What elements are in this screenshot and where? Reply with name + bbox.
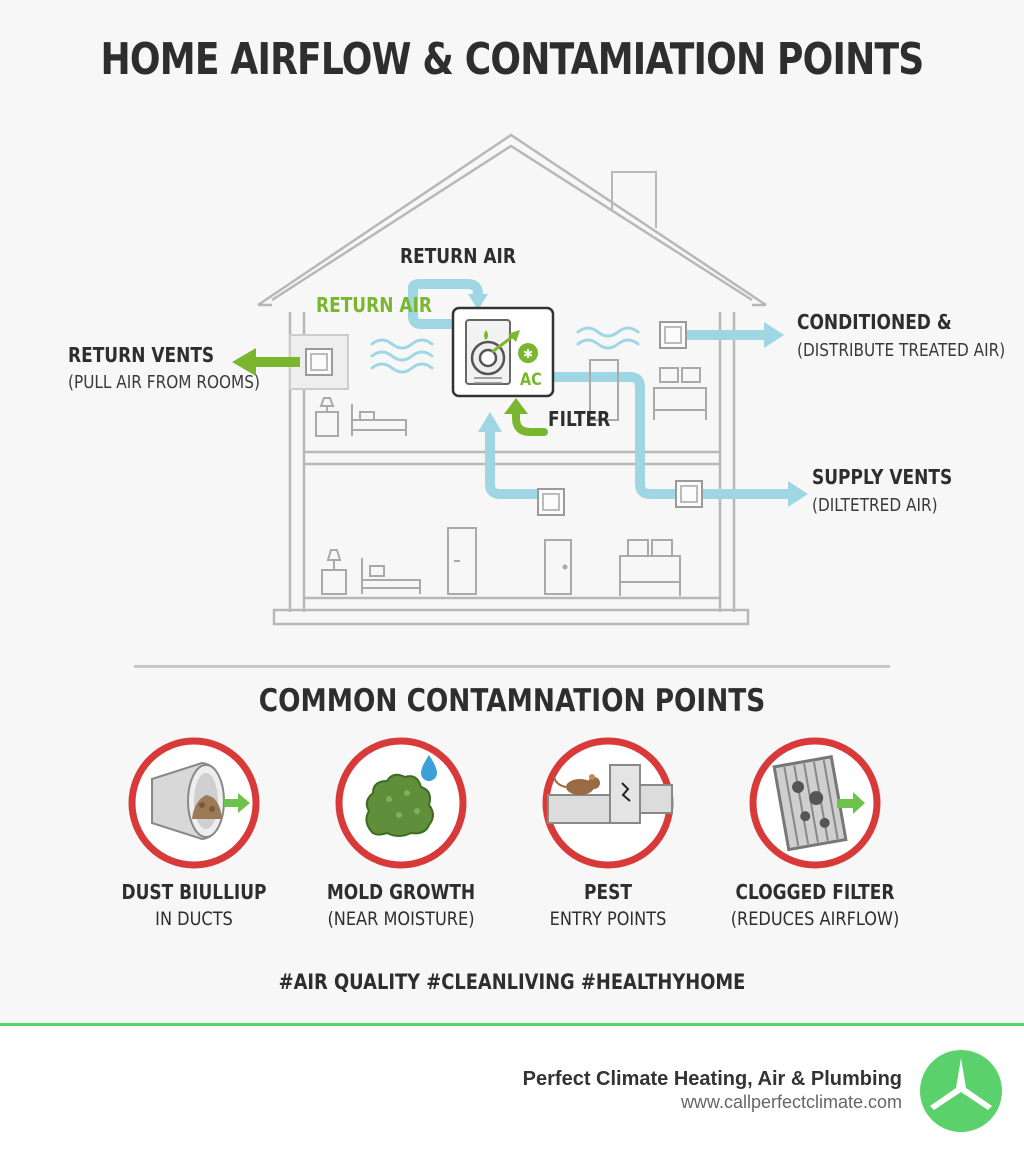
- clogged-filter-icon: [749, 737, 881, 869]
- house-diagram: ✱: [232, 133, 808, 626]
- conditioned-sub: (DISTRIBUTE TREATED AIR): [797, 340, 1006, 361]
- supply-vents-title: SUPPLY VENTS: [812, 465, 953, 489]
- return-vents-sub: (PULL AIR FROM ROOMS): [68, 372, 260, 393]
- return-vents-title: RETURN VENTS: [68, 343, 215, 367]
- contamination-item: DUST BIULLIUP IN DUCTS: [94, 880, 294, 930]
- filter-arrow: [512, 406, 548, 436]
- filter-arrowhead: [504, 398, 528, 414]
- upstairs-furniture: [315, 359, 707, 437]
- downstairs-furniture: [321, 527, 681, 596]
- footer: [0, 1026, 1024, 1154]
- supply-vents-sub: (DILTETRED AIR): [812, 495, 938, 516]
- contamination-item-title: DUST BIULLIUP: [121, 880, 267, 904]
- company-name: Perfect Climate Heating, Air & Plumbing: [522, 1068, 902, 1090]
- contamination-item: PEST ENTRY POINTS: [508, 880, 708, 930]
- hvac-unit: ✱: [451, 306, 555, 398]
- contamination-item-sub: (NEAR MOISTURE): [327, 908, 475, 930]
- contamination-item-sub: (REDUCES AIRFLOW): [730, 908, 900, 930]
- contamination-item: CLOGGED FILTER (REDUCES AIRFLOW): [715, 880, 915, 930]
- contamination-item-title: MOLD GROWTH: [326, 880, 476, 904]
- rodent-duct-icon: [542, 737, 674, 869]
- footer-divider: [0, 1023, 1024, 1026]
- chimney: [611, 171, 657, 228]
- supply-vents: [537, 321, 703, 516]
- ac-label: AC: [520, 370, 542, 390]
- contamination-item-sub: ENTRY POINTS: [549, 908, 667, 930]
- contamination-item-sub: IN DUCTS: [155, 908, 233, 930]
- dusty-duct-icon: [128, 737, 260, 869]
- air-waves: [370, 326, 640, 374]
- contamination-item-title: PEST: [584, 880, 632, 904]
- contamination-item: MOLD GROWTH (NEAR MOISTURE): [301, 880, 501, 930]
- svg-text:✱: ✱: [523, 347, 533, 361]
- supply-ducts: [408, 279, 790, 499]
- section-divider: [134, 665, 890, 668]
- mold-icon: [335, 737, 467, 869]
- filter-label: FILTER: [548, 407, 611, 431]
- return-air-green-label: RETURN AIR: [316, 293, 432, 317]
- company-website[interactable]: www.callperfectclimate.com: [680, 1092, 902, 1112]
- hashtags: #AIR QUALITY #CLEANLIVING #HEALTHYHOME: [278, 970, 746, 994]
- roof: [257, 133, 767, 307]
- contamination-item-title: CLOGGED FILTER: [735, 880, 895, 904]
- company-logo: [920, 1050, 1002, 1132]
- duct-arrowheads: [468, 294, 808, 507]
- contamination-title: COMMON CONTAMNATION POINTS: [258, 683, 766, 719]
- return-air-top-label: RETURN AIR: [400, 244, 516, 268]
- conditioned-title: CONDITIONED &: [797, 310, 952, 334]
- return-arrow-left: [232, 348, 300, 376]
- page-title: HOME AIRFLOW & CONTAMIATION POINTS: [100, 34, 925, 85]
